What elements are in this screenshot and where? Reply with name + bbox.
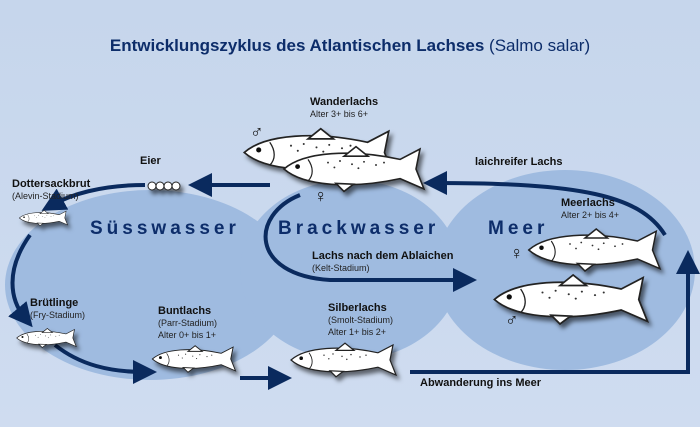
female-symbol-icon: ♀ [314, 186, 328, 206]
arrow-spawning [423, 171, 667, 237]
wander-age: Alter 3+ bis 6+ [310, 109, 369, 119]
sea-salmon-age: Alter 2+ bis 4+ [561, 210, 620, 220]
female-symbol-icon-sea: ♀ [510, 243, 524, 263]
parr-sub: (Parr-Stadium) [158, 318, 218, 328]
zone-fresh-blob [5, 190, 295, 380]
arrow-kelt [263, 193, 477, 292]
sea-salmon-name: Meerlachs [561, 197, 615, 209]
stage-smolt: Silberlachs(Smolt-Stadium) Alter 1+ bis 2… [328, 302, 393, 338]
wander-name: Wanderlachs [310, 96, 379, 108]
arrow-to-fry [8, 233, 33, 328]
eggs-icon [147, 181, 181, 191]
smolt-name: Silberlachs [328, 302, 387, 314]
alevin-sub: (Alevin-Stadium) [12, 191, 79, 201]
parr-age: Alter 0+ bis 1+ [158, 330, 217, 340]
label-spawning: laichreifer Lachs [475, 156, 563, 168]
zone-brackish-blob [240, 180, 460, 360]
fry-sub: (Fry-Stadium) [30, 310, 86, 320]
kelt-sub: (Kelt-Stadium) [312, 263, 370, 273]
label-migration: Abwanderung ins Meer [420, 377, 542, 389]
zone-label-brackish: Brackwasser [278, 218, 440, 239]
zone-sea-blob [435, 170, 695, 370]
stage-fry: Brütlinge(Fry-Stadium) [30, 297, 85, 321]
male-symbol-icon: ♂ [250, 122, 264, 142]
page-title: Entwicklungszyklus des Atlantischen Lach… [0, 36, 700, 56]
zone-label-fresh: Süsswasser [90, 218, 240, 239]
label-eggs: Eier [140, 155, 161, 167]
zone-label-sea: Meer [488, 218, 549, 239]
stage-alevin: Dottersackbrut(Alevin-Stadium) [12, 178, 90, 202]
arrow-to-sea [410, 250, 700, 374]
fry-name: Brütlinge [30, 297, 79, 309]
stage-kelt: Lachs nach dem Ablaichen(Kelt-Stadium) [312, 250, 453, 274]
alevin-name: Dottersackbrut [12, 178, 91, 190]
stage-parr: Buntlachs(Parr-Stadium) Alter 0+ bis 1+ [158, 305, 217, 341]
title-latin: (Salmo salar) [489, 36, 591, 55]
male-symbol-icon-sea: ♂ [505, 310, 519, 330]
kelt-name: Lachs nach dem Ablaichen [312, 250, 454, 262]
arrow-to-parr [53, 343, 157, 384]
title-main: Entwicklungszyklus des Atlantischen Lach… [109, 36, 485, 55]
fish-illustrations [16, 127, 661, 378]
zone-blobs [5, 170, 695, 380]
smolt-sub: (Smolt-Stadium) [328, 315, 394, 325]
cycle-arrows [8, 171, 700, 390]
smolt-age: Alter 1+ bis 2+ [328, 327, 387, 337]
arrow-to-alevin [41, 183, 146, 211]
parr-name: Buntlachs [158, 305, 212, 317]
